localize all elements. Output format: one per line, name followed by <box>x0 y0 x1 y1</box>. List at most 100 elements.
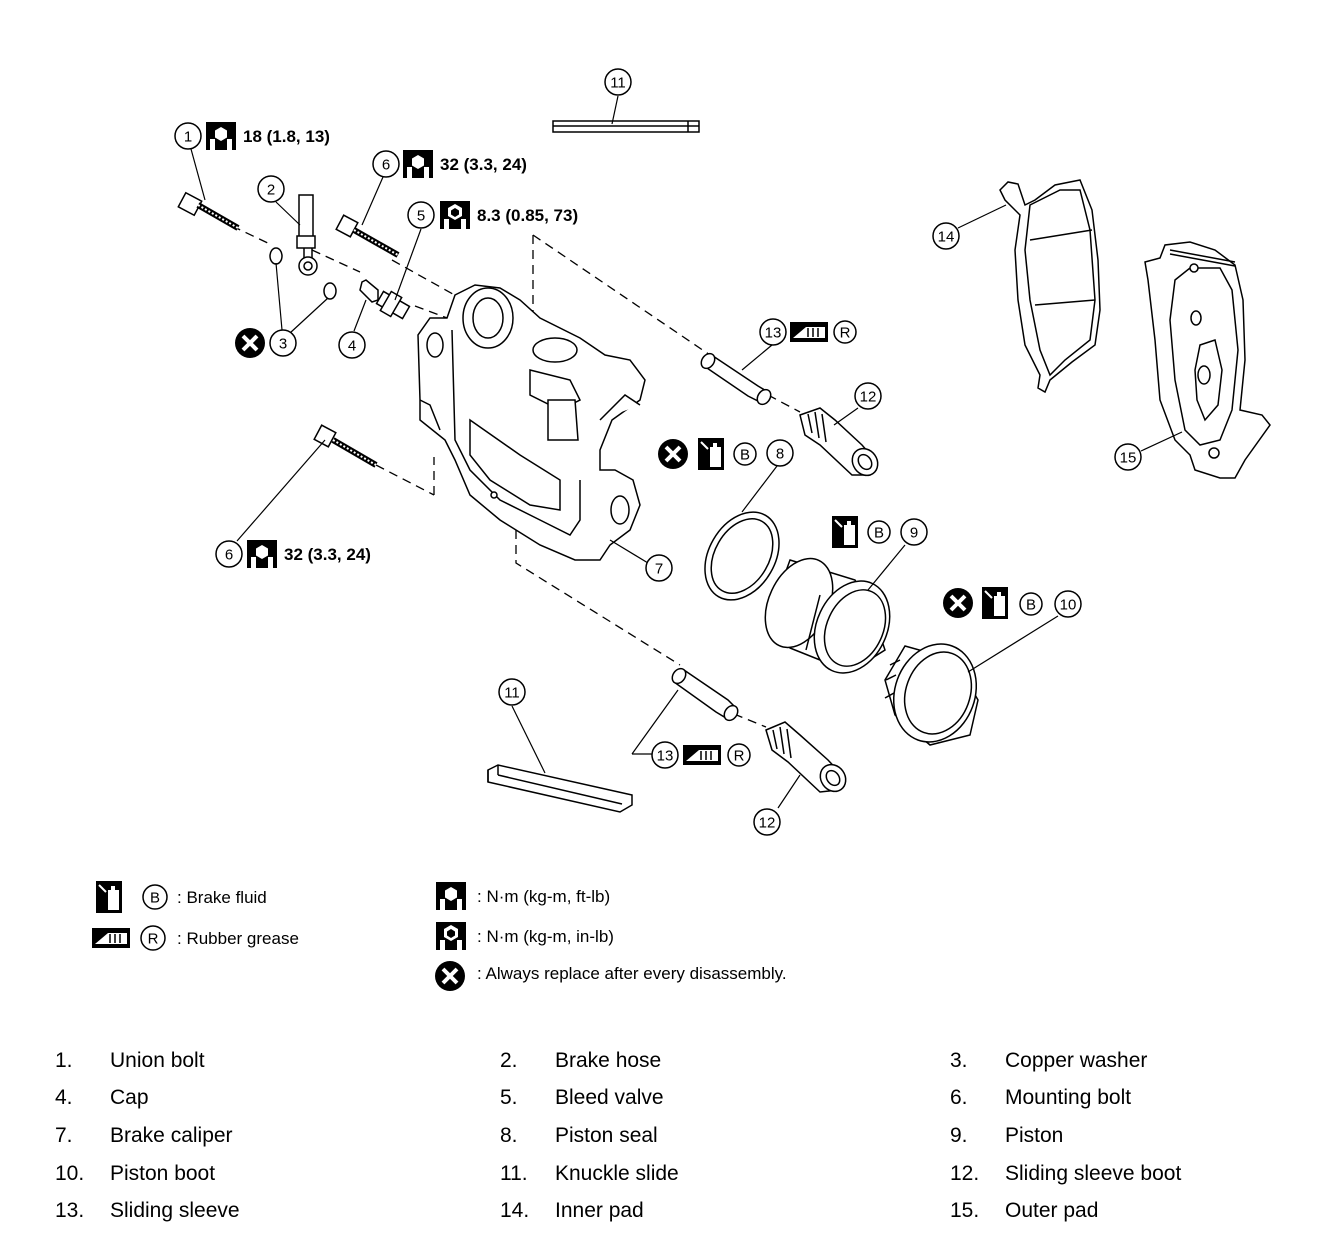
fluid-letter-circle <box>1019 592 1043 616</box>
part-number: 7. <box>55 1124 73 1147</box>
fluid-letter: B <box>740 447 750 464</box>
legend-rubber-grease: : Rubber grease <box>177 929 299 948</box>
replace-icon <box>433 959 467 993</box>
sliding-sleeve-bottom <box>671 667 739 722</box>
outer-pad <box>1144 241 1271 479</box>
fluid-letter-circle <box>142 884 168 910</box>
part-name: Sliding sleeve boot <box>1005 1162 1182 1185</box>
part-name: Inner pad <box>555 1199 644 1222</box>
callout-9: 9 <box>910 525 918 542</box>
legend-brake-fluid: : Brake fluid <box>177 888 267 907</box>
legend-torque-ftlb: : N·m (kg-m, ft-lb) <box>477 887 610 906</box>
part-number: 9. <box>950 1124 968 1147</box>
union-bolt <box>177 191 240 231</box>
parts-list: 1. Union bolt 2. Brake hose 3. Copper washe… <box>0 1045 1328 1235</box>
callout-8: 8 <box>776 446 784 463</box>
callout-7: 7 <box>655 561 663 578</box>
copper-washers <box>269 247 337 300</box>
callout-11-bottom: 11 <box>504 685 520 702</box>
grease-letter: R <box>734 748 745 765</box>
part-number: 12. <box>950 1162 980 1185</box>
torque-wrench-inlb-icon <box>436 922 466 950</box>
callout-6-bottom: 6 <box>225 547 233 564</box>
fluid-letter: B <box>150 890 160 907</box>
fluid-letter: B <box>1026 597 1036 614</box>
callout-12-bottom: 12 <box>759 815 776 832</box>
part-number: 8. <box>500 1124 518 1147</box>
part-number: 4. <box>55 1086 73 1109</box>
replace-icon <box>233 326 267 360</box>
replace-icon <box>941 586 975 620</box>
part-number: 15. <box>950 1199 980 1222</box>
sliding-sleeve-boot-bottom <box>765 721 847 793</box>
inner-pad <box>999 179 1101 394</box>
mounting-bolt-bottom <box>313 424 378 468</box>
cap <box>359 279 379 303</box>
rubber-grease-icon <box>789 321 829 343</box>
callout-markers <box>174 68 1142 836</box>
legend-replace: : Always replace after every disassembly… <box>477 964 787 983</box>
part-number: 1. <box>55 1049 73 1072</box>
callout-10: 10 <box>1060 597 1077 614</box>
callout-13-top: 13 <box>765 325 782 342</box>
callout-5: 5 <box>417 208 425 225</box>
brake-fluid-icon <box>831 515 859 549</box>
part-name: Copper washer <box>1005 1049 1148 1072</box>
part-number: 13. <box>55 1199 85 1222</box>
replace-icon <box>656 437 690 471</box>
part-number: 5. <box>500 1086 518 1109</box>
torque-mounting-bolt-top: 32 (3.3, 24) <box>440 155 527 174</box>
part-name: Piston seal <box>555 1124 658 1147</box>
rubber-grease-icon <box>91 927 131 949</box>
part-name: Brake hose <box>555 1049 662 1072</box>
torque-wrench-icon <box>436 882 466 910</box>
torque-wrench-icon <box>403 150 433 178</box>
brake-fluid-icon <box>981 586 1009 620</box>
callout-11-top: 11 <box>610 75 626 92</box>
knuckle-slide-top <box>552 120 700 133</box>
legend: B : Brake fluid R : Rubber grease : N·m … <box>91 880 787 993</box>
part-name: Cap <box>110 1086 149 1109</box>
callout-13-bottom: 13 <box>657 748 674 765</box>
piston <box>764 557 891 674</box>
grease-letter-circle <box>833 320 857 344</box>
part-name: Piston <box>1005 1124 1064 1147</box>
grease-letter: R <box>840 325 851 342</box>
part-name: Brake caliper <box>110 1124 233 1147</box>
fluid-letter-circle <box>867 520 891 544</box>
mounting-bolt-top <box>335 214 400 258</box>
fluid-letter-circle <box>733 442 757 466</box>
callout-2: 2 <box>267 182 275 199</box>
callout-1: 1 <box>184 129 192 146</box>
callout-14: 14 <box>938 229 955 246</box>
part-name: Outer pad <box>1005 1199 1099 1222</box>
part-name: Knuckle slide <box>555 1162 679 1185</box>
alignment-lines <box>231 225 801 728</box>
torque-wrench-icon <box>247 540 277 568</box>
torque-mounting-bolt-bottom: 32 (3.3, 24) <box>284 545 371 564</box>
leader-lines <box>190 95 1183 809</box>
brake-fluid-icon <box>95 880 123 914</box>
part-number: 3. <box>950 1049 968 1072</box>
grease-letter-circle <box>140 925 166 951</box>
part-name: Mounting bolt <box>1005 1086 1132 1109</box>
brake-fluid-icon <box>697 437 725 471</box>
sliding-sleeve-top <box>700 352 772 406</box>
part-number: 14. <box>500 1199 530 1222</box>
rubber-grease-icon <box>682 744 722 766</box>
fluid-letter: B <box>874 525 884 542</box>
legend-torque-inlb: : N·m (kg-m, in-lb) <box>477 927 614 946</box>
callout-6-top: 6 <box>382 157 390 174</box>
torque-wrench-icon <box>206 122 236 150</box>
part-name: Bleed valve <box>555 1086 664 1109</box>
part-name: Sliding sleeve <box>110 1199 240 1222</box>
callout-4: 4 <box>348 338 356 355</box>
piston-boot <box>884 643 979 746</box>
callout-15: 15 <box>1120 450 1137 467</box>
part-number: 2. <box>500 1049 518 1072</box>
exploded-diagram: 11 1 2 6 5 3 4 6 7 8 9 10 11 13 12 13 12… <box>91 68 1271 993</box>
torque-bleed-valve: 8.3 (0.85, 73) <box>477 206 578 225</box>
part-name: Piston boot <box>110 1162 216 1185</box>
part-name: Union bolt <box>110 1049 205 1072</box>
sliding-sleeve-boot-top <box>799 407 879 477</box>
